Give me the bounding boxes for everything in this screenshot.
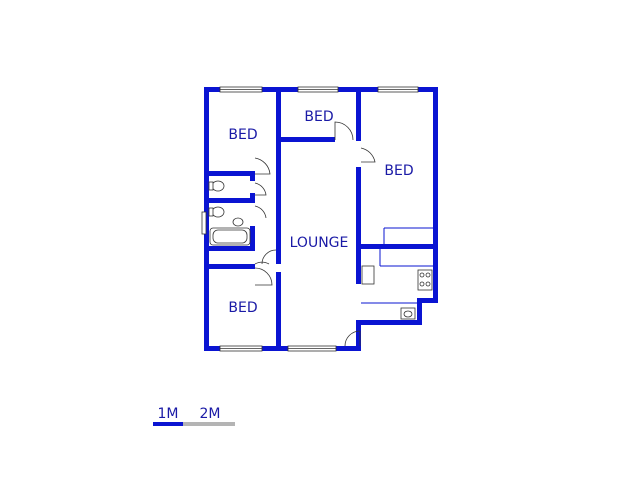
kitchen-fixtures [361, 265, 433, 320]
scale-label-1m: 1M [158, 406, 179, 422]
room-label-bed-top-left: BED [228, 127, 257, 143]
doors [254, 121, 376, 347]
toilet-icon [211, 206, 225, 218]
scale-bar: 1M 2M [153, 406, 235, 426]
toilet-cistern-icon [208, 207, 214, 217]
toilet-cistern-icon [208, 181, 214, 191]
room-label-lounge: LOUNGE [290, 235, 349, 251]
stove-icon [417, 269, 433, 291]
scale-label-2m: 2M [200, 406, 221, 422]
room-label-bed-bottom-left: BED [228, 300, 257, 316]
scale-segment-primary [153, 422, 183, 426]
scale-segment-secondary [183, 422, 235, 426]
bathroom-fixtures [208, 180, 251, 246]
toilet-icon [211, 180, 225, 192]
partitions [209, 227, 433, 304]
room-labels: BED BED BED LOUNGE BED [228, 109, 413, 316]
basin-icon [232, 217, 244, 227]
fridge-icon [361, 265, 375, 285]
windows [201, 86, 419, 352]
room-label-bed-right: BED [384, 163, 413, 179]
room-label-bed-top-middle: BED [304, 109, 333, 125]
